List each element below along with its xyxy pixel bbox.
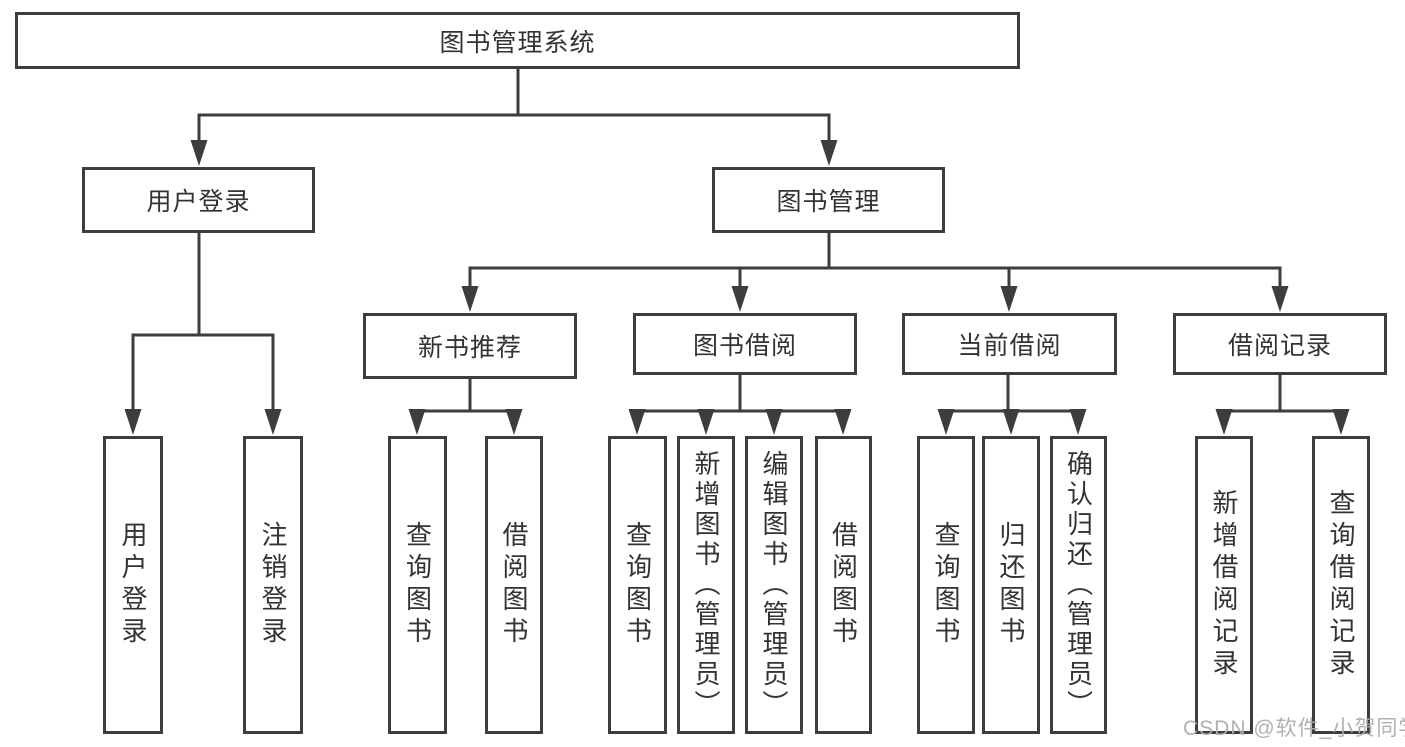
node-book-management: 图书管理 [712,167,945,233]
node-label: 查询图书 [931,521,961,649]
csdn-watermark: CSDN @软件_小贺同学 [1183,717,1405,740]
node-label: 图书管理 [776,188,881,216]
node-label: 注销登录 [258,521,288,649]
node-user-login: 用户登录 [103,436,163,734]
node-label: 确认归还（管理员） [1063,450,1094,720]
node-query-books-3: 查询图书 [917,436,975,734]
node-query-books-1: 查询图书 [388,436,447,734]
node-borrow-records: 借阅记录 [1173,313,1387,375]
node-label: 归还图书 [996,521,1026,649]
node-label: 用户登录 [118,521,148,649]
node-borrow-books-2: 借阅图书 [815,436,872,734]
node-label: 借阅记录 [1227,332,1332,360]
node-label: 图书借阅 [692,332,797,360]
node-query-books-2: 查询图书 [608,436,667,734]
node-label: 查询借阅记录 [1326,489,1356,681]
node-label: 借阅图书 [828,521,859,649]
node-edit-book-admin: 编辑图书（管理员） [745,436,803,734]
node-label: 查询图书 [402,521,433,649]
node-label: 编辑图书（管理员） [759,450,789,720]
node-label: 当前借阅 [957,332,1062,360]
node-add-book-admin: 新增图书（管理员） [677,436,735,734]
node-current-borrow: 当前借阅 [902,313,1117,375]
node-label: 新增图书（管理员） [691,450,721,720]
node-add-borrow-record: 新增借阅记录 [1195,436,1253,734]
node-library-management-system: 图书管理系统 [15,12,1020,69]
node-logout: 注销登录 [243,436,303,734]
node-borrow-books-1: 借阅图书 [485,436,543,734]
node-label: 新书推荐 [417,334,522,362]
node-label: 借阅图书 [499,521,529,649]
node-label: 查询图书 [622,521,653,649]
node-book-borrow: 图书借阅 [633,313,857,375]
arrowheads [124,140,1350,435]
node-label: 用户登录 [146,188,251,216]
node-new-book-recommend: 新书推荐 [363,313,577,379]
node-label: 新增借阅记录 [1209,489,1239,681]
node-return-book: 归还图书 [982,436,1040,734]
node-query-borrow-record: 查询借阅记录 [1312,436,1370,734]
node-label: 图书管理系统 [439,28,596,57]
node-confirm-return-admin: 确认归还（管理员） [1050,436,1107,734]
node-user-login-branch: 用户登录 [82,167,315,233]
